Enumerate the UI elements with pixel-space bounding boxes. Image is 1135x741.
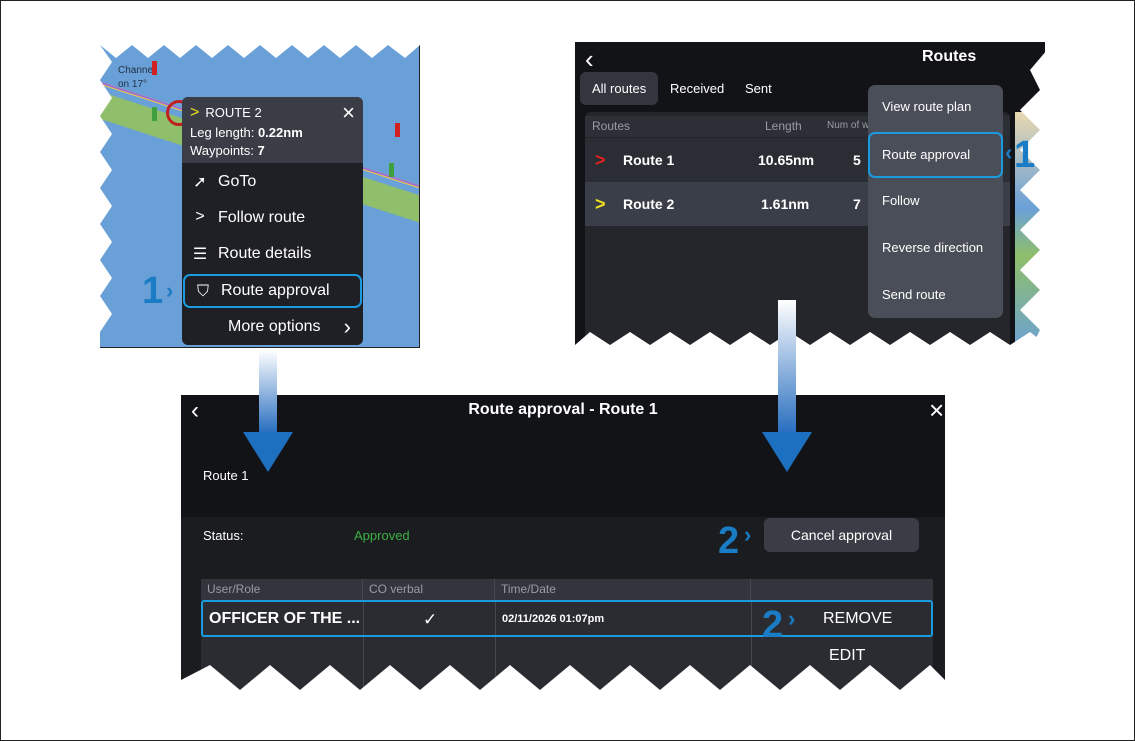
column-header: Routes	[592, 119, 631, 133]
buoy-icon	[389, 163, 394, 177]
menu-label: Route approval	[221, 282, 330, 299]
step-2-callout: 2	[762, 604, 784, 646]
waypoints-label: Waypoints:	[190, 143, 258, 158]
column-header: Length	[765, 119, 802, 133]
map-label: on 17°	[118, 79, 148, 90]
popup-header: > ROUTE 2 × Leg length: 0.22nm Waypoints…	[182, 97, 363, 163]
menu-item-send-route[interactable]: Send route	[882, 287, 946, 302]
buoy-icon	[395, 123, 400, 137]
popup-title: ROUTE 2	[205, 105, 262, 120]
close-icon[interactable]: ×	[342, 100, 355, 125]
route-name: Route 1	[203, 468, 249, 483]
route-icon: >	[190, 104, 200, 121]
menu-label: More options	[228, 318, 321, 335]
route-name: Route 2	[623, 196, 675, 212]
route-options-menu: View route plan Route approval Follow Re…	[868, 85, 1003, 318]
buoy-icon	[152, 107, 157, 121]
status-label: Status:	[203, 528, 244, 543]
list-icon: ☰	[192, 246, 208, 263]
shield-check-icon: ⛉	[196, 283, 209, 300]
page-title: Route approval - Route 1	[468, 401, 658, 418]
back-icon[interactable]: ‹	[191, 397, 199, 424]
route-icon: >	[595, 149, 606, 170]
route-context-popup: > ROUTE 2 × Leg length: 0.22nm Waypoints…	[182, 97, 363, 345]
route-approval-page: ‹ Route approval - Route 1 × Route 1 Sta…	[181, 395, 945, 690]
chevron-left-icon: ›	[1005, 143, 1013, 168]
route-waypoints: 7	[853, 196, 861, 212]
column-header: Num of w	[827, 120, 870, 131]
status-value: Approved	[354, 528, 410, 543]
menu-item-follow-route[interactable]: > Follow route	[182, 201, 363, 235]
route-waypoints: 5	[853, 152, 861, 168]
page-title: Routes	[922, 48, 977, 65]
close-icon[interactable]: ×	[929, 395, 945, 425]
route-length: 10.65nm	[758, 152, 815, 168]
tab-all-routes[interactable]: All routes	[580, 72, 659, 105]
column-header: User/Role	[201, 579, 363, 600]
menu-item-more-options[interactable]: More options ›	[182, 310, 363, 344]
user-role: OFFICER OF THE ...	[209, 609, 361, 627]
menu-item-reverse-direction[interactable]: Reverse direction	[882, 240, 984, 255]
buoy-icon	[152, 61, 157, 75]
back-icon[interactable]: ‹	[585, 44, 594, 74]
route-icon: >	[595, 193, 606, 214]
column-header: Time/Date	[495, 579, 751, 600]
menu-item-route-approval[interactable]: ⛉ Route approval	[183, 274, 362, 308]
tab-sent[interactable]: Sent	[745, 81, 772, 96]
step-1-callout: 1	[1014, 134, 1036, 176]
chevron-right-icon: ›	[744, 522, 752, 547]
step-1-callout: 1	[142, 270, 164, 312]
map-label: Channel	[118, 65, 156, 76]
cancel-approval-button[interactable]: Cancel approval	[764, 518, 919, 552]
flow-arrow	[762, 300, 812, 472]
leg-length-value: 0.22nm	[257, 125, 303, 140]
edit-button[interactable]: EDIT	[829, 646, 866, 664]
menu-item-follow[interactable]: Follow	[882, 193, 920, 208]
waypoints-value: 7	[257, 143, 265, 158]
menu-item-view-route-plan[interactable]: View route plan	[882, 99, 972, 114]
co-verbal-check: ✓	[423, 609, 438, 629]
flow-arrow	[243, 350, 293, 472]
table-row[interactable]: OFFICER OF THE ... ✓ 02/11/2026 01:07pm …	[201, 600, 933, 637]
menu-label: Route details	[218, 245, 312, 262]
menu-item-goto[interactable]: ➚ GoTo	[182, 165, 363, 199]
remove-button[interactable]: REMOVE	[823, 609, 893, 627]
menu-label: GoTo	[218, 173, 257, 190]
menu-item-route-details[interactable]: ☰ Route details	[182, 237, 363, 271]
route-icon: >	[195, 208, 205, 225]
chevron-right-icon: ›	[166, 278, 174, 303]
route-length: 1.61nm	[761, 196, 810, 212]
route-name: Route 1	[623, 152, 675, 168]
tab-received[interactable]: Received	[670, 81, 725, 96]
chevron-right-icon: ›	[343, 314, 351, 339]
chevron-right-icon: ›	[788, 606, 796, 631]
step-2-callout: 2	[718, 520, 740, 562]
menu-item-route-approval[interactable]: Route approval	[868, 132, 1003, 178]
menu-label: Follow route	[218, 209, 306, 226]
goto-icon: ➚	[193, 174, 207, 191]
column-header: CO verbal	[363, 579, 495, 600]
time-date: 02/11/2026 01:07pm	[502, 612, 605, 625]
leg-length-label: Leg length:	[190, 125, 258, 140]
